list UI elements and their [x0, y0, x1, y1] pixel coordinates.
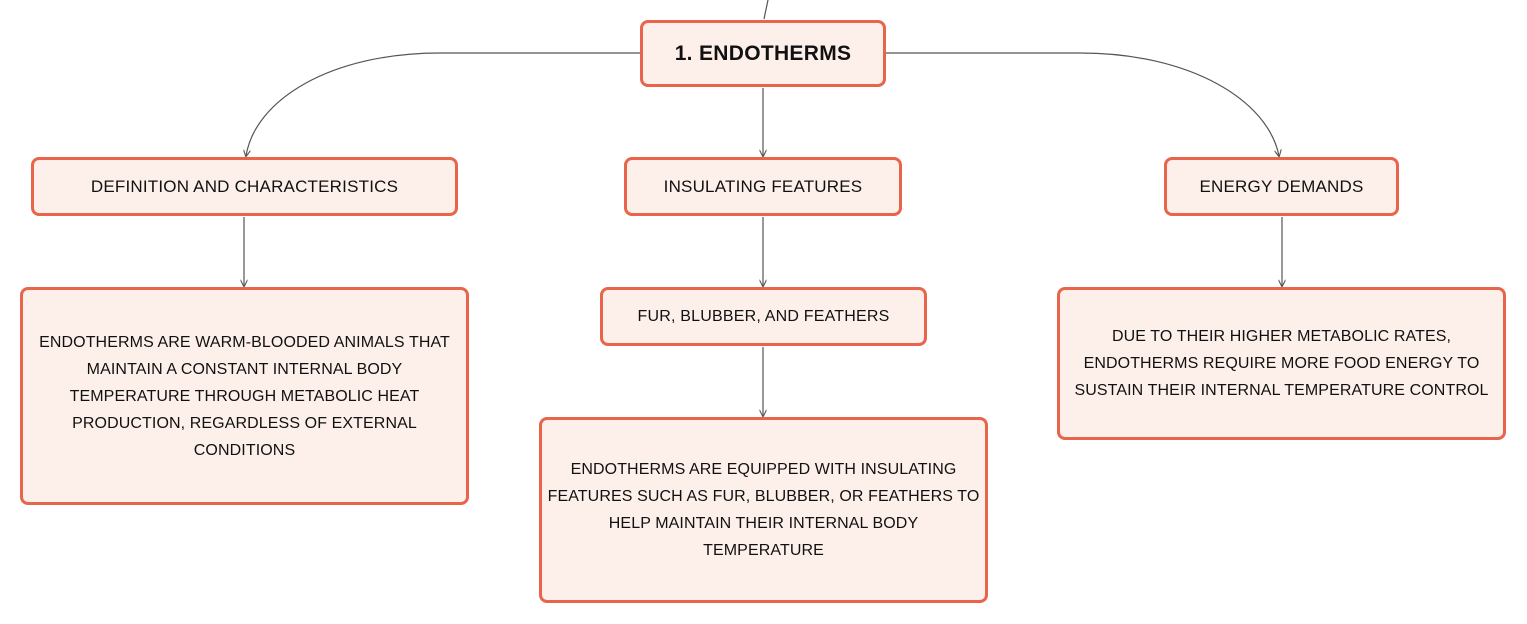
detail-text: ENDOTHERMS ARE EQUIPPED WITH INSULATING …	[547, 461, 980, 559]
detail-definition-node[interactable]: ENDOTHERMS ARE WARM-BLOODED ANIMALS THAT…	[20, 287, 469, 505]
topic-energy-demands[interactable]: ENERGY DEMANDS	[1164, 157, 1399, 216]
detail-text: DUE TO THEIR HIGHER METABOLIC RATES, END…	[1074, 328, 1489, 399]
parent-connector	[763, 0, 769, 20]
topic-definition-and-characteristics[interactable]: DEFINITION AND CHARACTERISTICS	[31, 157, 458, 216]
detail-insulating-node[interactable]: ENDOTHERMS ARE EQUIPPED WITH INSULATING …	[539, 417, 988, 603]
topic-label: DEFINITION AND CHARACTERISTICS	[90, 176, 399, 196]
subtopic-fur-blubber-feathers[interactable]: FUR, BLUBBER, AND FEATHERS	[600, 287, 927, 346]
topic-label: INSULATING FEATURES	[663, 176, 863, 196]
subtopic-label: FUR, BLUBBER, AND FEATHERS	[637, 307, 890, 325]
root-node-label: 1. ENDOTHERMS	[674, 41, 852, 65]
detail-energy-node[interactable]: DUE TO THEIR HIGHER METABOLIC RATES, END…	[1057, 287, 1506, 440]
topic-insulating-features[interactable]: INSULATING FEATURES	[624, 157, 902, 216]
root-node-endotherms[interactable]: 1. ENDOTHERMS	[640, 20, 886, 87]
topic-label: ENERGY DEMANDS	[1199, 176, 1364, 196]
connector-root-energy	[886, 52, 1279, 156]
detail-text: ENDOTHERMS ARE WARM-BLOODED ANIMALS THAT…	[39, 333, 450, 459]
connector-root-definition	[246, 52, 640, 156]
